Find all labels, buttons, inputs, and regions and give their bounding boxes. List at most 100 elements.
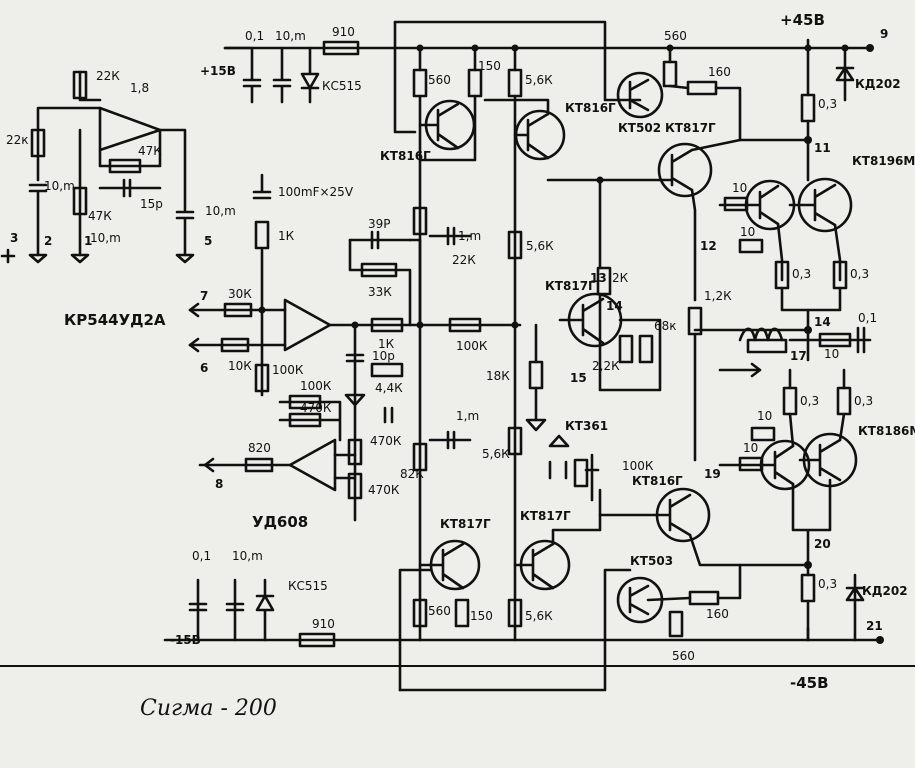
label-r22k-a: 22К [96,69,120,83]
node-13: 13 [590,271,607,285]
label-r560-c: 560 [664,29,687,43]
label-r560-a: 560 [428,73,451,87]
label-r150-b: 150 [470,609,493,623]
node-14b: 14 [814,315,831,329]
label-kt503: КТ503 [630,554,673,568]
label-r470k-a: 470К [300,401,332,415]
node-20: 20 [814,537,831,551]
label-r10k-a: 10К [228,359,252,373]
label-r470k-b: 470К [370,434,402,448]
label-c39p: 39Р [368,217,391,231]
label-r56k-d: 5,6К [525,609,553,623]
output-lower [598,368,865,642]
label-r44k: 4,4К [375,381,403,395]
label-kt502: КТ502 [618,121,661,135]
label-c10p: 10р [372,349,395,363]
label-r18: 1,8 [130,81,149,95]
rail-pos15-label: +15В [200,64,236,78]
label-kt361: КТ361 [565,419,608,433]
input-arrows [188,302,200,353]
opamp-main-label: КР544УД2А [64,311,166,329]
node-3: 3 [10,231,18,245]
label-r910-top: 910 [332,25,355,39]
label-r10-d: 10 [743,441,758,455]
rail-neg-label: -45В [790,674,829,692]
output-upper [546,46,855,462]
label-r56k-a: 5,6К [525,73,553,87]
label-kd202-top: КД202 [855,77,901,91]
label-zener-top: КС515 [322,79,362,93]
node-9: 9 [880,27,888,41]
rail-wires [0,20,915,692]
label-r160-b: 160 [706,607,729,621]
label-c01-top: 0,1 [245,29,264,43]
preamp-opamp [0,70,195,264]
label-c15p: 15р [140,197,163,211]
label-r03-a: 0,3 [818,97,837,111]
rail-pos-label: +45В [780,11,825,29]
label-r47k-a: 47К [138,144,162,158]
node-11: 11 [814,141,831,155]
junction-dots [258,44,884,644]
out-opamp [198,394,357,492]
node-8: 8 [215,477,223,491]
label-r560-d: 560 [672,649,695,663]
label-kt816-low: КТ816Г [632,474,683,488]
label-c10m-b: 10,m [90,231,121,245]
label-r56k-b: 5,6К [526,239,554,253]
label-kt8186m: КТ8186М [858,424,915,438]
label-r03-f: 0,3 [818,577,837,591]
node-1: 1 [84,234,92,248]
label-c10m-a: 10,m [44,179,75,193]
node-14: 14 [606,299,623,313]
label-kt817-a: КТ817Г [440,517,491,531]
label-r33k: 33К [368,285,392,299]
label-r100k-d: 100К [622,459,654,473]
label-kt8196m: КТ8196М [852,154,915,168]
label-c100m: 100mF×25V [278,185,354,199]
label-kt817-b: КТ817Г [520,509,571,523]
main-opamp [188,173,522,522]
label-r22k-b: 22к [6,133,29,147]
label-r560-b: 560 [428,604,451,618]
label-c10m-c: 10,m [205,204,236,218]
node-17: 17 [790,349,807,363]
label-r03-d: 0,3 [800,394,819,408]
label-kt817-d: КТ817Г [545,279,596,293]
label-r03-e: 0,3 [854,394,873,408]
opamp-out-label: УД608 [252,513,308,531]
output-node [693,308,872,378]
label-c10m-top: 10,m [275,29,306,43]
label-r820: 820 [248,441,271,455]
label-kt816-in: КТ816Г [380,149,431,163]
node-2: 2 [44,234,52,248]
node-5: 5 [204,234,212,248]
label-c01-bot: 0,1 [192,549,211,563]
label-r10-a: 10 [732,181,747,195]
label-r1k-a: 1К [278,229,295,243]
label-kd202-bot: КД202 [862,584,908,598]
label-c10m-bot: 10,m [232,549,263,563]
supply-minus15 [188,578,336,648]
label-r100k-fb: 100К [456,339,488,353]
node-21: 21 [866,619,883,633]
label-r100k-a: 100К [272,363,304,377]
label-r470k-c: 470К [368,483,400,497]
label-r82k: 82К [400,467,424,481]
label-r03-b: 0,3 [792,267,811,281]
label-r56k-c: 5,6К [482,447,510,461]
label-r03-c: 0,3 [850,267,869,281]
label-r150-a: 150 [478,59,501,73]
supply-plus15 [242,40,360,104]
labels: +45В -45В +15В -15В КР544УД2А УД608 Сигм… [6,11,915,721]
label-r12k: 1,2К [704,289,732,303]
label-r22k-c: 22К [452,253,476,267]
vas-stage [412,46,602,642]
label-r910-bot: 910 [312,617,335,631]
label-r68k: 68к [654,319,677,333]
label-c1m-b: 1,m [456,409,479,423]
label-r160-a: 160 [708,65,731,79]
node-12: 12 [700,239,717,253]
